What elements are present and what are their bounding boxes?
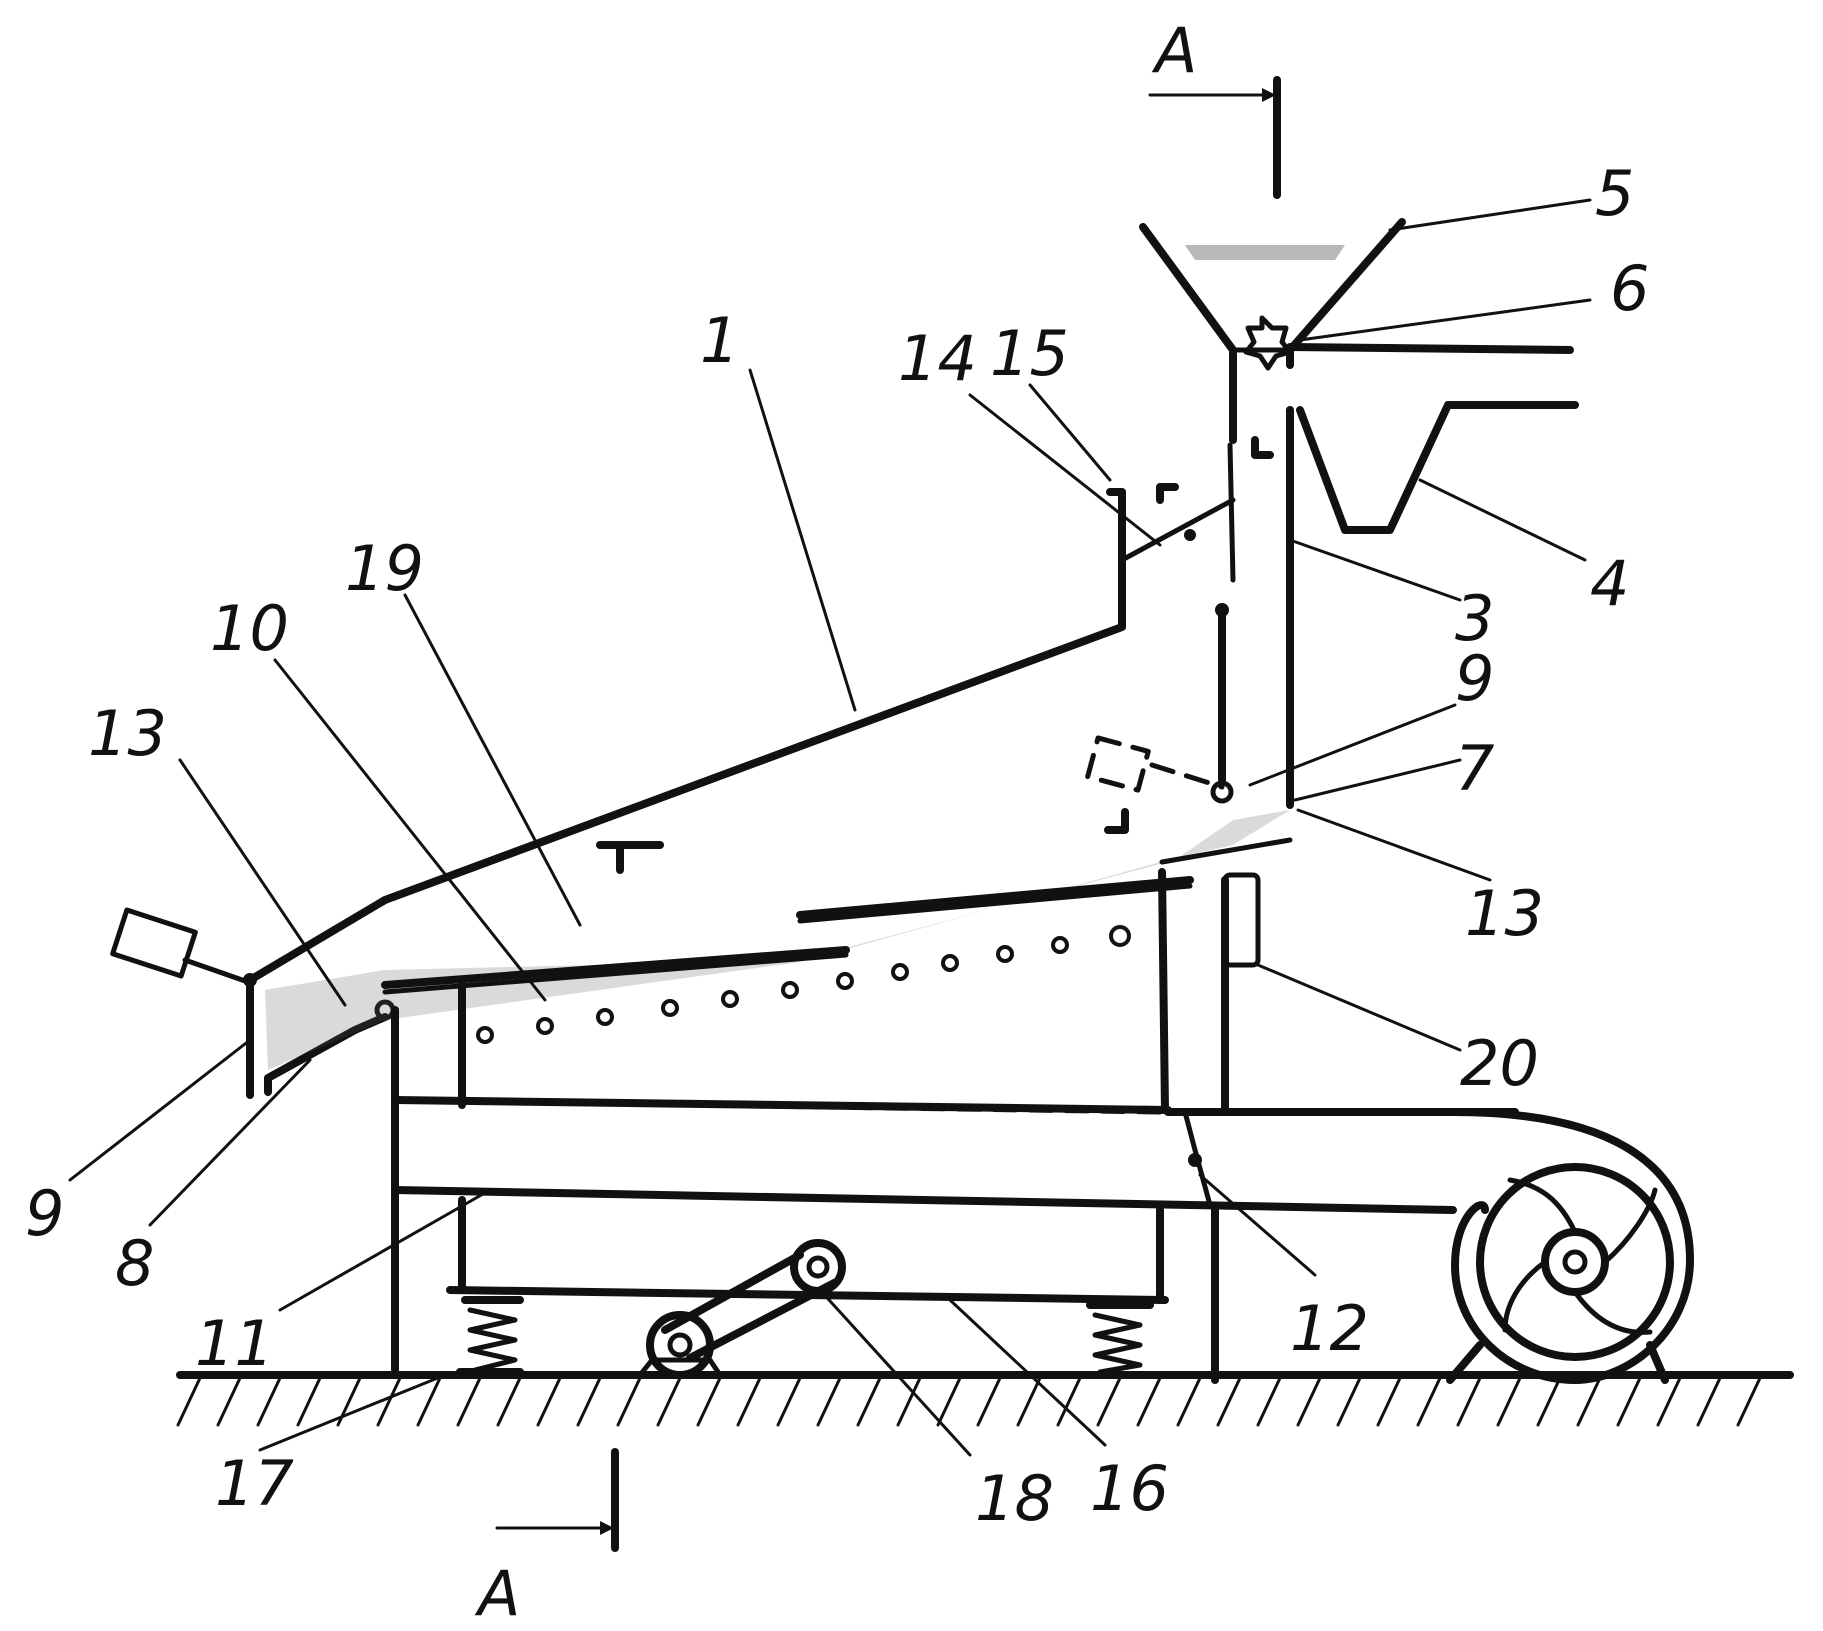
grain-in-hopper	[1185, 245, 1345, 260]
ground-hatch-line	[776, 1376, 802, 1427]
ground-hatch-line	[496, 1376, 522, 1427]
ground-hatch-line	[1136, 1376, 1162, 1427]
label-11: 11	[195, 1307, 274, 1380]
sieve-hole	[536, 1017, 554, 1035]
label-17: 17	[215, 1447, 294, 1520]
ground-hatch-line	[1696, 1376, 1722, 1427]
sieve-hole	[941, 954, 959, 972]
ground-hatch-line	[1576, 1376, 1602, 1427]
leader-lines	[68, 198, 1592, 1457]
label-16: 16	[1090, 1452, 1169, 1525]
ground-hatch-line	[896, 1376, 922, 1427]
grain-layer	[265, 810, 1290, 1070]
ground-hatch-line	[1736, 1376, 1762, 1427]
ground-hatch-line	[736, 1376, 762, 1427]
ground-hatch-line	[1056, 1376, 1082, 1427]
ground-hatch-line	[176, 1376, 202, 1427]
ground-hatch-line	[1416, 1376, 1442, 1427]
ground-hatch-line	[1016, 1376, 1042, 1427]
eccentric-drive	[637, 1239, 846, 1379]
sieve-hole	[891, 963, 909, 981]
label-1: 1	[700, 304, 739, 377]
ground-hatch-line	[416, 1376, 442, 1427]
ground-hatch-line	[1176, 1376, 1202, 1427]
sieve-hole	[476, 1026, 494, 1044]
section-marker-bottom: A	[474, 1448, 619, 1630]
label-9-right: 9	[1455, 642, 1494, 715]
feed-hopper	[1139, 218, 1406, 369]
label-18: 18	[975, 1462, 1054, 1535]
ground-hatch-line	[1496, 1376, 1522, 1427]
ground-hatch-line	[296, 1376, 322, 1427]
outlet-trough	[1296, 401, 1579, 534]
sieve-hole	[596, 1008, 614, 1026]
section-label-top: A	[1151, 14, 1197, 87]
ground-hatch-line	[576, 1376, 602, 1427]
ground-hatch-line	[1216, 1376, 1242, 1427]
sieve-hole	[721, 990, 739, 1008]
label-15: 15	[990, 317, 1069, 390]
ground-hatch-line	[376, 1376, 402, 1427]
ground-hatch-line	[1656, 1376, 1682, 1427]
label-9-left: 9	[25, 1177, 64, 1250]
ground-hatch-line	[536, 1376, 562, 1427]
ground-hatch-line	[976, 1376, 1002, 1427]
sieve-hole	[996, 945, 1014, 963]
ground-hatch-line	[1376, 1376, 1402, 1427]
ground-hatch-line	[1616, 1376, 1642, 1427]
ground-hatch-line	[1096, 1376, 1122, 1427]
spring-right	[1092, 1312, 1143, 1375]
sieve-hole	[1109, 925, 1131, 947]
label-4: 4	[1590, 547, 1629, 620]
label-12: 12	[1290, 1292, 1369, 1365]
ground-hatch-line	[696, 1376, 722, 1427]
sieve-hole	[661, 999, 679, 1017]
sieve-hole	[836, 972, 854, 990]
spring-left	[467, 1307, 518, 1373]
ground-hatch-line	[216, 1376, 242, 1427]
part-labels: 1 14 15 5 6 4 3 9 7 13 20 12 19 10 13 9 …	[25, 157, 1649, 1535]
vertical-channel	[1085, 361, 1294, 809]
label-6: 6	[1610, 252, 1649, 325]
ground-hatch-line	[1456, 1376, 1482, 1427]
ground-hatch-line	[256, 1376, 282, 1427]
label-10: 10	[210, 592, 289, 665]
label-5: 5	[1595, 157, 1634, 230]
fan	[1446, 1108, 1694, 1384]
label-19: 19	[345, 532, 424, 605]
ground-hatch-line	[816, 1376, 842, 1427]
ground	[176, 1371, 1794, 1427]
ground-hatch-line	[1536, 1376, 1562, 1427]
sieve-hole	[1051, 936, 1069, 954]
top-cover	[246, 483, 1236, 984]
section-label-bottom: A	[474, 1557, 520, 1630]
label-7: 7	[1455, 732, 1494, 805]
ground-hatch-line	[656, 1376, 682, 1427]
ground-hatch-line	[936, 1376, 962, 1427]
label-20: 20	[1460, 1027, 1539, 1100]
ground-hatch-line	[1336, 1376, 1362, 1427]
sieve-deck	[381, 837, 1293, 1114]
label-14: 14	[898, 322, 977, 395]
ground-hatch-line	[616, 1376, 642, 1427]
ground-hatch-line	[456, 1376, 482, 1427]
ground-hatch-line	[1296, 1376, 1322, 1427]
feed-rotor	[1243, 315, 1574, 371]
sieve-hole	[781, 981, 799, 999]
ground-hatch-line	[856, 1376, 882, 1427]
label-13-left: 13	[88, 697, 167, 770]
label-8: 8	[115, 1227, 154, 1300]
label-3: 3	[1455, 582, 1494, 655]
ground-hatch-line	[1256, 1376, 1282, 1427]
label-13-right: 13	[1465, 877, 1544, 950]
section-marker-top: A	[1148, 14, 1281, 199]
